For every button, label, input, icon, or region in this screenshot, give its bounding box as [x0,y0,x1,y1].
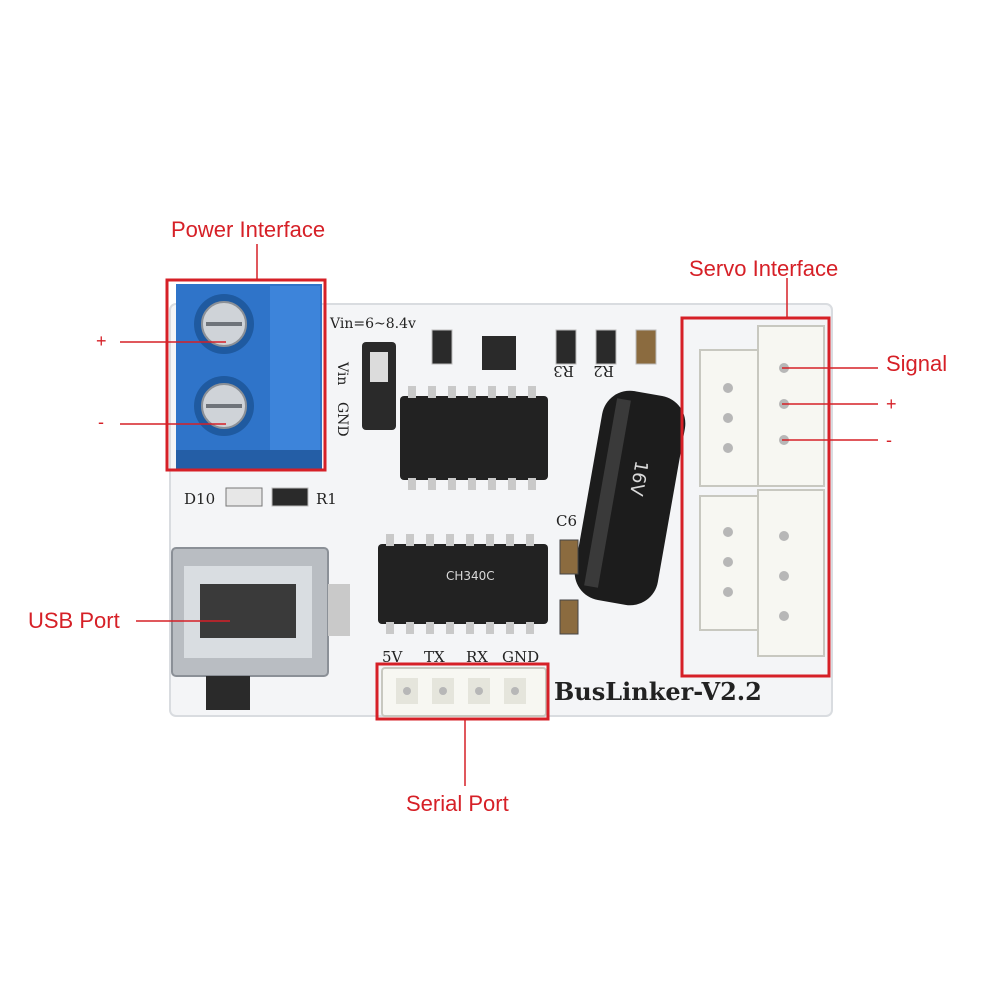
silk-pin-rx: RX [466,648,488,666]
capacitor-c6 [559,539,579,575]
servo-interface-label: Servo Interface [689,256,839,281]
ic-usb-serial [378,534,548,634]
serial-port-label: Serial Port [406,791,509,816]
serial-header [381,667,547,717]
usb-port-label: USB Port [28,608,120,633]
silk-pin-tx: TX [424,648,445,666]
servo-connectors [699,325,825,657]
usb-connector [171,547,350,710]
ic-upper [400,386,548,490]
power-minus-label: - [98,412,104,432]
silk-r2: R2 [593,362,614,380]
servo-interface-box [680,316,831,678]
board-name: BusLinker-V2.2 [554,677,762,706]
usb-chip-label: CH340C [446,569,495,583]
silk-r3: R3 [553,362,574,380]
smd-part [431,329,453,365]
silk-vin: Vin [334,361,350,385]
electrolytic-capacitor [574,390,686,606]
resistor-r3 [555,329,577,365]
silk-c6: C6 [556,512,577,530]
silk-r1: R1 [316,490,337,508]
capacitor-c [635,329,657,365]
resistor-r1 [271,487,309,507]
signal-label: Signal [886,351,948,376]
power-plus-label: + [96,331,107,351]
silk-pin-5v: 5V [382,648,404,666]
silk-pin-gnd: GND [502,648,539,666]
power-terminal-block [176,284,322,470]
silk-vin-range: Vin=6~8.4v [329,316,416,332]
led-d10 [225,487,263,507]
smd-part [559,599,579,635]
silk-d10: D10 [184,490,215,508]
resistor-r2 [595,329,617,365]
servo-plus-label: + [886,394,897,414]
silk-gnd: GND [334,402,350,437]
regulator [482,336,516,370]
power-interface-box [165,278,327,472]
power-interface-label: Power Interface [171,217,326,242]
serial-port-box [375,662,550,721]
servo-minus-label: - [886,430,892,450]
